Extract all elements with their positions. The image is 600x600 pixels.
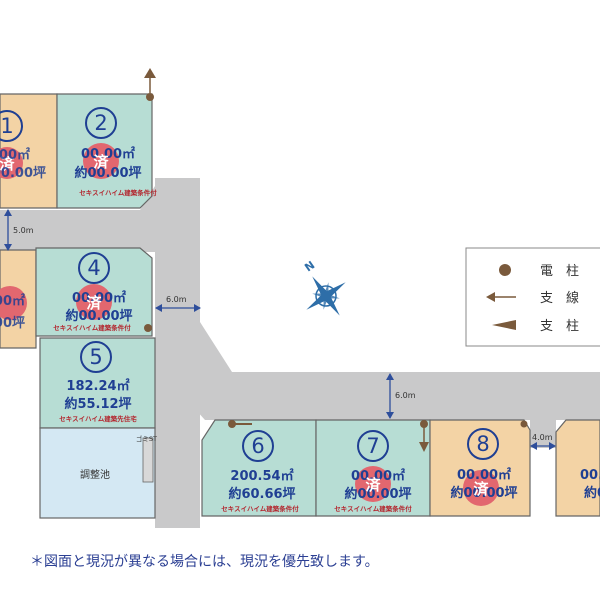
lot-4-area-tsubo: 約00.00坪 xyxy=(65,308,132,324)
lot-4-number-ring xyxy=(78,252,110,284)
lot-6-number: 6 xyxy=(251,434,264,458)
lot-2[interactable]: 2 00.00㎡ 約00.00坪 済 セキスイハイム建築条件付 xyxy=(56,93,157,209)
compass-north-label: N xyxy=(302,259,317,275)
utility-pole-icon xyxy=(520,420,528,428)
lot-7-area-m2: 00.00㎡ xyxy=(351,468,405,484)
lot-5[interactable]: 5 182.24㎡ 約55.12坪 セキスイハイム建築先住宅 xyxy=(39,337,156,429)
lot-7-area-tsubo: 約00.00坪 xyxy=(344,486,411,502)
lot-2-sold-badge xyxy=(83,143,119,179)
lot-7-sold-badge xyxy=(355,466,391,502)
utility-pole-icon xyxy=(144,324,152,332)
lot-2-area-m2: 00.00㎡ xyxy=(81,146,135,162)
pond-area xyxy=(39,427,156,519)
lot-8-sold-badge xyxy=(463,470,499,506)
legend-guy-wire-label: 支 線 xyxy=(540,290,579,306)
lot-8-area-m2: 00.00㎡ xyxy=(457,467,511,483)
garbage-station-label: ゴミST xyxy=(136,434,157,443)
lot-6-parcel[interactable] xyxy=(201,419,317,517)
lot-6-number-ring xyxy=(242,430,274,462)
road-width-3: 6.0m xyxy=(386,373,416,419)
lot-9-area-tsubo: 約00.00坪 xyxy=(584,485,600,501)
lot-9-area-m2: 00.00㎡ xyxy=(580,467,600,483)
lot-7-number-ring xyxy=(357,430,389,462)
lot-8-number-ring xyxy=(467,428,499,460)
lot-1-area-tsubo: 約00.00坪 xyxy=(0,165,46,181)
road-width-3-label: 6.0m xyxy=(395,391,416,400)
road-width-4: 4.0m xyxy=(530,433,556,450)
lot-4-sold-label: 済 xyxy=(86,294,102,312)
lot-3-area-tsubo: 約00.00坪 xyxy=(0,315,25,331)
lot-1[interactable]: 1 済 00.00㎡ 約00.00坪 xyxy=(0,93,58,209)
lot-2-number: 2 xyxy=(94,111,107,135)
lot-2-sold-label: 済 xyxy=(93,153,109,171)
legend: 電 柱 支 線 支 柱 xyxy=(465,247,600,347)
lot-8-sold-label: 済 xyxy=(473,480,489,498)
lot-7[interactable]: 7 00.00㎡ 約00.00坪 済 セキスイハイム建築条件付 xyxy=(315,419,431,517)
lot-7-condition: セキスイハイム建築条件付 xyxy=(334,504,412,513)
lot-5-area-m2: 182.24㎡ xyxy=(66,378,129,394)
lot-5-condition: セキスイハイム建築先住宅 xyxy=(59,414,137,423)
lot-6-area-m2: 200.54㎡ xyxy=(230,468,293,484)
lot-1-sold-label: 済 xyxy=(0,155,15,173)
lot-3-sold-badge xyxy=(0,286,27,320)
legend-support-pole-label: 支 柱 xyxy=(540,319,579,334)
lot-1-sold-badge xyxy=(0,147,23,179)
retention-pond: 調整池 ゴミST xyxy=(39,427,157,519)
guy-wire-arrowhead-icon xyxy=(419,442,429,452)
road-east-spur xyxy=(530,420,556,448)
lot-4[interactable]: 4 00.00㎡ 約00.00坪 済 セキスイハイム建築条件付 xyxy=(35,247,153,337)
road-dimensions: 5.0m 6.0m 6.0m 4.0m xyxy=(4,209,556,450)
lot-1-area-m2: 00.00㎡ xyxy=(0,147,30,163)
lot-6[interactable]: 6 200.54㎡ 約60.66坪 セキスイハイム建築条件付 xyxy=(201,419,317,517)
lot-9[interactable]: 00.00㎡ 約00.00坪 xyxy=(555,419,600,517)
lot-9-parcel[interactable] xyxy=(555,419,600,517)
road-width-1-label: 5.0m xyxy=(13,226,34,235)
lot-8-area-tsubo: 約00.00坪 xyxy=(450,485,517,501)
road-network xyxy=(0,178,600,528)
garbage-station xyxy=(142,437,154,483)
legend-guy-wire-arrowhead-icon xyxy=(486,292,495,302)
legend-support-pole-icon xyxy=(492,320,516,330)
lot-3[interactable]: 00.00㎡ 約00.00坪 xyxy=(0,249,37,349)
legend-utility-pole-label: 電 柱 xyxy=(540,264,579,279)
disclaimer-note: ＊図面と現況が異なる場合には、現況を優先致します。 xyxy=(30,554,379,570)
legend-utility-pole-icon xyxy=(499,264,511,276)
lot-8[interactable]: 8 00.00㎡ 約00.00坪 済 xyxy=(429,419,531,517)
road-east-bend xyxy=(160,322,600,420)
lot-5-number: 5 xyxy=(89,345,102,369)
lot-8-parcel[interactable] xyxy=(429,419,531,517)
lot-3-area-m2: 00.00㎡ xyxy=(0,293,25,309)
lot-4-condition: セキスイハイム建築条件付 xyxy=(53,323,131,332)
lot-4-area-m2: 00.00㎡ xyxy=(72,290,126,306)
lot-1-number-ring xyxy=(0,110,23,142)
road-width-2: 6.0m xyxy=(155,295,201,312)
lot-4-number: 4 xyxy=(87,256,100,280)
utility-pole-icon xyxy=(146,93,154,101)
road-width-1: 5.0m xyxy=(4,209,34,251)
lot-6-condition: セキスイハイム建築条件付 xyxy=(221,504,299,513)
lot-1-number: 1 xyxy=(0,114,13,138)
utility-markers xyxy=(144,68,528,452)
lot-4-sold-badge xyxy=(76,284,112,320)
lot-8-number: 8 xyxy=(476,432,489,456)
road-width-2-label: 6.0m xyxy=(166,295,187,304)
lots: 1 済 00.00㎡ 約00.00坪 2 00.00㎡ 約00.00坪 済 セキ… xyxy=(0,93,600,519)
lot-7-number: 7 xyxy=(366,434,379,458)
lot-2-number-ring xyxy=(85,107,117,139)
lot-2-condition: セキスイハイム建築条件付 xyxy=(79,188,157,197)
lot-2-area-tsubo: 約00.00坪 xyxy=(74,165,141,181)
lot-5-number-ring xyxy=(80,341,112,373)
compass-rose-icon: N xyxy=(302,259,346,316)
road-width-4-label: 4.0m xyxy=(532,433,553,442)
lot-7-sold-label: 済 xyxy=(365,476,381,494)
guy-wire-arrowhead-icon xyxy=(144,68,156,78)
lot-5-area-tsubo: 約55.12坪 xyxy=(64,396,131,412)
pond-label: 調整池 xyxy=(80,468,110,481)
lot-6-area-tsubo: 約60.66坪 xyxy=(228,486,295,502)
